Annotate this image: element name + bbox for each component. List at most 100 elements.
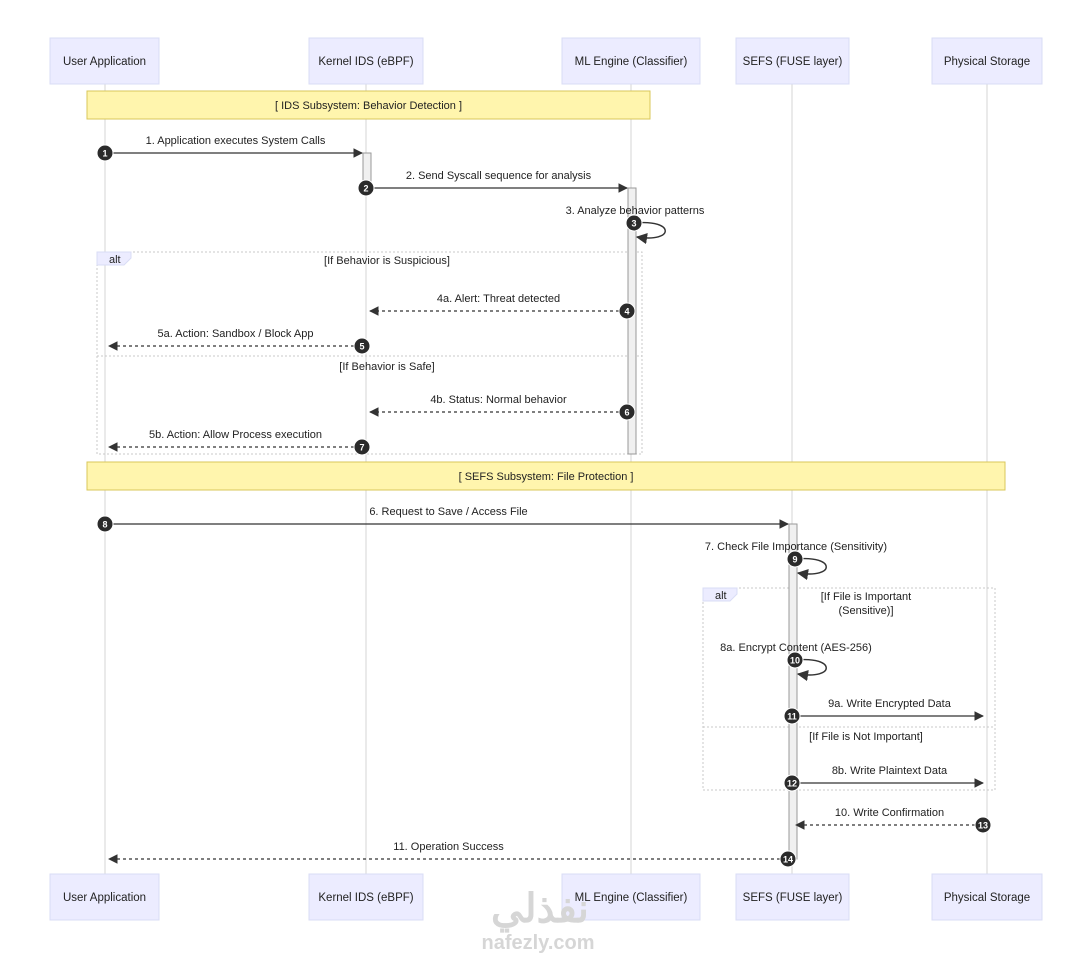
- sequence-number-badge: [783, 707, 801, 725]
- participant-ml-top: ML Engine (Classifier): [561, 37, 701, 85]
- sequence-number: 14: [783, 855, 793, 865]
- message-label: 3. Analyze behavior patterns: [566, 205, 705, 217]
- sequence-number: 3: [631, 219, 636, 229]
- alt-condition: (Sensitive)]: [838, 605, 893, 617]
- participant-user-bottom: User Application: [49, 873, 160, 921]
- message-10: 8a. Encrypt Content (AES-256)10: [720, 642, 872, 682]
- sequence-number-badge: [786, 550, 804, 568]
- alt-condition: [If File is Not Important]: [809, 731, 923, 743]
- sequence-number: 11: [787, 712, 797, 722]
- sequence-number-badge: [618, 403, 636, 421]
- message-label: 1. Application executes System Calls: [146, 135, 326, 147]
- notes: [ IDS Subsystem: Behavior Detection ] [ S…: [86, 90, 1006, 491]
- watermark-arabic: نفذلي: [491, 887, 589, 933]
- participant-label: ML Engine (Classifier): [575, 56, 688, 68]
- message-label: 2. Send Syscall sequence for analysis: [406, 170, 592, 182]
- participant-label: Kernel IDS (eBPF): [318, 892, 413, 904]
- watermark-latin: nafezly.com: [482, 932, 595, 954]
- sequence-number-badge: [96, 515, 114, 533]
- sequence-number: 2: [363, 184, 368, 194]
- participant-box: [308, 873, 424, 921]
- participant-kernel-top: Kernel IDS (eBPF): [308, 37, 424, 85]
- participant-user-top: User Application: [49, 37, 160, 85]
- message-label: 4b. Status: Normal behavior: [430, 394, 567, 406]
- alt-border: [702, 587, 996, 791]
- message-4: 4a. Alert: Threat detected 4: [369, 293, 636, 320]
- sequence-number-badge: [783, 774, 801, 792]
- message-label: 4a. Alert: Threat detected: [437, 293, 560, 305]
- sequence-number-badge: [353, 337, 371, 355]
- alt-condition: [If Behavior is Suspicious]: [324, 255, 450, 267]
- message-label: 11. Operation Success: [393, 841, 504, 853]
- message-label: 8b. Write Plaintext Data: [832, 765, 948, 777]
- alt-behavior-frame: alt [If Behavior is Suspicious] [If Behavi…: [96, 251, 643, 455]
- message-1: 1. Application executes System Calls 1: [96, 135, 363, 162]
- participant-label: ML Engine (Classifier): [575, 892, 688, 904]
- participant-storage-top: Physical Storage: [931, 37, 1043, 85]
- messages: 1. Application executes System Calls 1 2. …: [96, 135, 992, 868]
- message-label: 5a. Action: Sandbox / Block App: [158, 328, 314, 340]
- alt-frames: alt [If Behavior is Suspicious] [If Behavi…: [96, 251, 996, 791]
- message-14: 11. Operation Success 14: [108, 841, 797, 868]
- sequence-number: 13: [978, 821, 988, 831]
- alt-file-frame: alt[If File is Important(Sensitive)][If …: [702, 587, 996, 791]
- participant-sefs-bottom: SEFS (FUSE layer): [735, 873, 850, 921]
- participant-box: [931, 873, 1043, 921]
- message-label: 6. Request to Save / Access File: [369, 506, 527, 518]
- participant-ml-bottom: ML Engine (Classifier): [561, 873, 701, 921]
- sequence-number-badge: [786, 651, 804, 669]
- alt-border: [96, 251, 643, 455]
- sequence-number: 4: [624, 307, 629, 317]
- participant-box: [561, 37, 701, 85]
- note-box: [86, 461, 1006, 491]
- message-11: 9a. Write Encrypted Data 11: [783, 698, 984, 725]
- note-text: [ SEFS Subsystem: File Protection ]: [459, 471, 634, 483]
- note-ids: [ IDS Subsystem: Behavior Detection ]: [86, 90, 651, 120]
- message-label: 7. Check File Importance (Sensitivity): [705, 541, 887, 553]
- participant-label: Physical Storage: [944, 56, 1030, 68]
- sequence-number: 10: [790, 656, 800, 666]
- activation-ml: [627, 187, 637, 455]
- watermark: نفذلي nafezly.com: [482, 887, 595, 954]
- note-text: [ IDS Subsystem: Behavior Detection ]: [275, 100, 462, 112]
- participant-box: [931, 37, 1043, 85]
- participant-storage-bottom: Physical Storage: [931, 873, 1043, 921]
- message-arrow: [795, 658, 827, 682]
- sequence-number-badge: [625, 214, 643, 232]
- sequence-number: 8: [102, 520, 107, 530]
- alt-label-box: [702, 587, 738, 602]
- participant-label: Physical Storage: [944, 892, 1030, 904]
- participant-box: [49, 873, 160, 921]
- alt-keyword: alt: [715, 590, 727, 602]
- sequence-number-badge: [353, 438, 371, 456]
- message-arrow: [795, 557, 827, 581]
- message-2: 2. Send Syscall sequence for analysis 2: [357, 170, 628, 197]
- sequence-number: 5: [359, 342, 364, 352]
- message-8: 6. Request to Save / Access File 8: [96, 506, 789, 533]
- participant-box: [561, 873, 701, 921]
- participant-label: SEFS (FUSE layer): [743, 56, 843, 68]
- sequence-number: 6: [624, 408, 629, 418]
- alt-condition: [If Behavior is Safe]: [339, 361, 434, 373]
- sequence-number-badge: [779, 850, 797, 868]
- sequence-number-badge: [96, 144, 114, 162]
- participant-box: [735, 873, 850, 921]
- sequence-number-badge: [974, 816, 992, 834]
- message-arrow: [634, 221, 666, 245]
- participant-label: Kernel IDS (eBPF): [318, 56, 413, 68]
- participant-label: User Application: [63, 892, 146, 904]
- alt-label-box: [96, 251, 132, 266]
- activation-sefs: [788, 523, 798, 860]
- message-label: 5b. Action: Allow Process execution: [149, 429, 322, 441]
- message-label: 9a. Write Encrypted Data: [828, 698, 952, 710]
- message-9: 7. Check File Importance (Sensitivity)9: [705, 541, 887, 581]
- note-box: [86, 90, 651, 120]
- participant-kernel-bottom: Kernel IDS (eBPF): [308, 873, 424, 921]
- sequence-number-badge: [618, 302, 636, 320]
- alt-keyword: alt: [109, 254, 121, 266]
- sequence-number: 1: [102, 149, 107, 159]
